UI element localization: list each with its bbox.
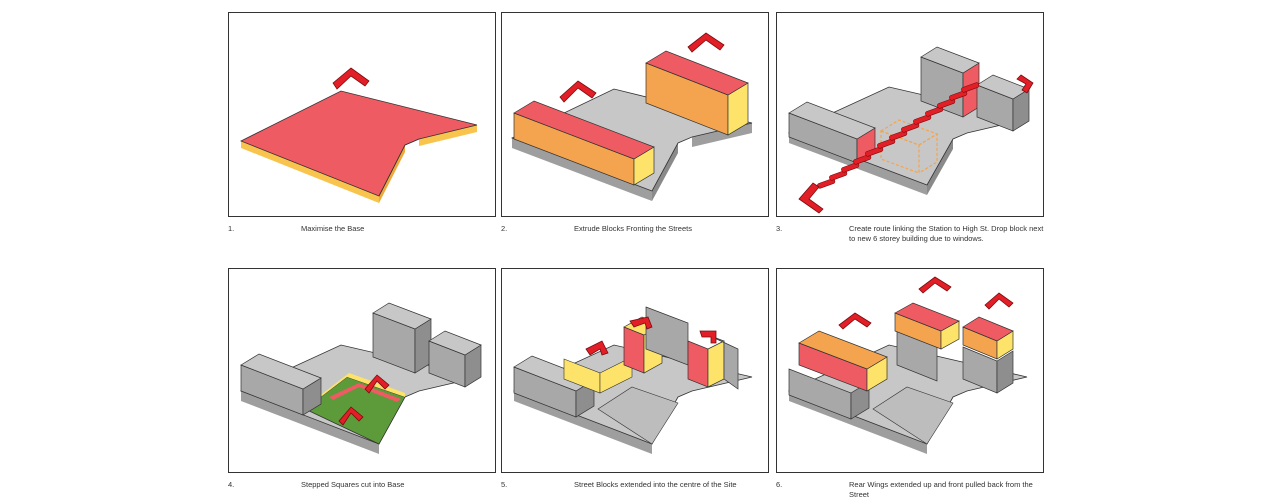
step-number: 5. — [501, 480, 508, 489]
massing-sketch-4 — [239, 302, 482, 454]
direction-arrow-icon — [338, 406, 364, 426]
step-caption: Street Blocks extended into the centre o… — [574, 480, 737, 489]
direction-arrow-icon — [838, 312, 872, 330]
direction-arrow-icon — [629, 316, 653, 330]
route-path-icon — [817, 82, 980, 189]
direction-arrow-icon — [699, 330, 717, 344]
diagram-panel-3 — [776, 12, 1044, 217]
massing-sketch-5 — [512, 306, 753, 454]
direction-arrow-icon — [585, 340, 609, 356]
massing-sketch-1 — [240, 67, 478, 203]
step-number: 4. — [228, 480, 235, 489]
direction-arrow-icon — [332, 67, 370, 90]
direction-arrow-icon — [918, 276, 952, 294]
diagram-panel-5 — [501, 268, 769, 473]
direction-arrow-icon — [1016, 74, 1034, 94]
step-caption: Rear Wings extended up and front pulled … — [849, 480, 1033, 499]
diagram-panel-4 — [228, 268, 496, 473]
step-number: 6. — [776, 480, 783, 489]
step-caption: Extrude Blocks Fronting the Streets — [574, 224, 692, 233]
diagram-panel-2 — [501, 12, 769, 217]
direction-arrow-icon — [798, 182, 824, 214]
direction-arrow-icon — [364, 374, 390, 394]
step-number: 2. — [501, 224, 508, 233]
direction-arrow-icon — [559, 80, 597, 103]
diagram-panel-6 — [776, 268, 1044, 473]
direction-arrow-icon — [984, 292, 1014, 310]
step-caption: Maximise the Base — [301, 224, 365, 233]
diagram-panel-1 — [228, 12, 496, 217]
massing-sketch-2 — [510, 32, 753, 201]
step-number: 3. — [776, 224, 783, 233]
step-caption: Stepped Squares cut into Base — [301, 480, 405, 489]
step-number: 1. — [228, 224, 235, 233]
direction-arrow-icon — [687, 32, 725, 53]
massing-sketch-6 — [787, 276, 1028, 454]
massing-sketch-3 — [787, 46, 1034, 214]
step-caption: Create route linking the Station to High… — [849, 224, 1044, 243]
